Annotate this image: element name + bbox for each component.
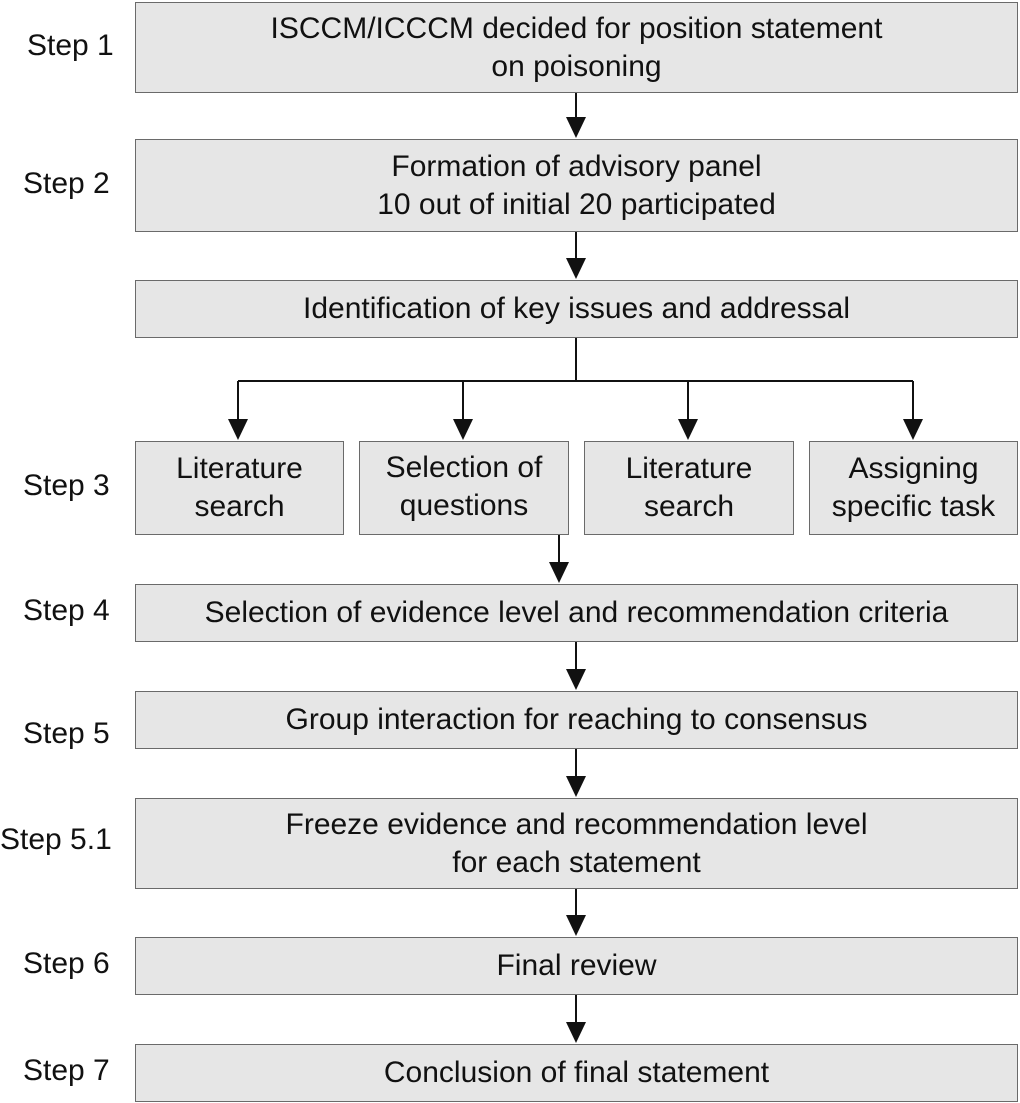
task-assignment-box: Assigning specific task: [809, 441, 1018, 535]
arrowhead-freeze-to-review: [566, 915, 586, 936]
literature-search-box-2: Literature search: [584, 441, 794, 535]
literature-search-1-line-1: Literature: [176, 452, 303, 485]
arrowhead-lit-search-2: [678, 419, 698, 440]
advisory-panel-line-1: Formation of advisory panel: [391, 149, 762, 183]
literature-search-1-line-2: search: [194, 490, 285, 523]
advisory-panel-box: Formation of advisory panel 10 out of in…: [135, 139, 1018, 232]
arrowhead-panel-to-issues: [566, 258, 586, 279]
question-selection-line-1: Selection of: [385, 451, 543, 484]
decision-box: ISCCM/ICCCM decided for position stateme…: [135, 2, 1018, 93]
arrowhead-lit-search-1: [228, 419, 248, 440]
step-6-label: Step 6: [23, 947, 110, 980]
question-selection-box: Selection of questions: [359, 441, 569, 535]
arrowhead-question-selection: [453, 419, 473, 440]
arrow-group: [228, 93, 923, 1043]
evidence-criteria-box: Selection of evidence level and recommen…: [135, 584, 1018, 642]
arrowhead-task-assignment: [903, 419, 923, 440]
question-selection-line-2: questions: [399, 489, 529, 522]
decision-line-2: on poisoning: [491, 49, 662, 83]
step-5-1-label: Step 5.1: [0, 823, 112, 856]
freeze-evidence-line-1: Freeze evidence and recommendation level: [285, 807, 868, 841]
group-interaction-text: Group interaction for reaching to consen…: [285, 703, 868, 736]
conclusion-text: Conclusion of final statement: [383, 1056, 770, 1089]
evidence-criteria-text: Selection of evidence level and recommen…: [204, 596, 949, 629]
step-7-label: Step 7: [23, 1054, 110, 1087]
step-5-label: Step 5: [23, 717, 110, 750]
arrowhead-questions-to-evidence: [549, 562, 569, 583]
literature-search-2-line-2: search: [643, 490, 735, 523]
arrowhead-decision-to-panel: [566, 117, 586, 138]
conclusion-box: Conclusion of final statement: [135, 1044, 1018, 1102]
key-issues-text: Identification of key issues and address…: [303, 292, 850, 325]
arrowhead-group-to-freeze: [566, 776, 586, 797]
freeze-evidence-box: Freeze evidence and recommendation level…: [135, 798, 1018, 889]
literature-search-box-1: Literature search: [135, 441, 344, 535]
step-2-label: Step 2: [23, 167, 110, 200]
key-issues-box: Identification of key issues and address…: [135, 280, 1018, 338]
final-review-box: Final review: [135, 937, 1018, 995]
arrowhead-review-to-conclusion: [566, 1022, 586, 1043]
group-interaction-box: Group interaction for reaching to consen…: [135, 691, 1018, 749]
advisory-panel-line-2: 10 out of initial 20 participated: [377, 187, 776, 221]
arrowhead-evidence-to-group: [566, 669, 586, 690]
freeze-evidence-line-2: for each statement: [452, 845, 701, 879]
step-4-label: Step 4: [23, 594, 110, 627]
task-assignment-line-1: Assigning: [848, 452, 979, 485]
decision-line-1: ISCCM/ICCCM decided for position stateme…: [270, 11, 883, 45]
literature-search-2-line-1: Literature: [625, 452, 753, 485]
step-1-label: Step 1: [27, 29, 114, 62]
step-3-label: Step 3: [23, 469, 110, 502]
task-assignment-line-2: specific task: [831, 490, 996, 523]
final-review-text: Final review: [496, 949, 657, 982]
